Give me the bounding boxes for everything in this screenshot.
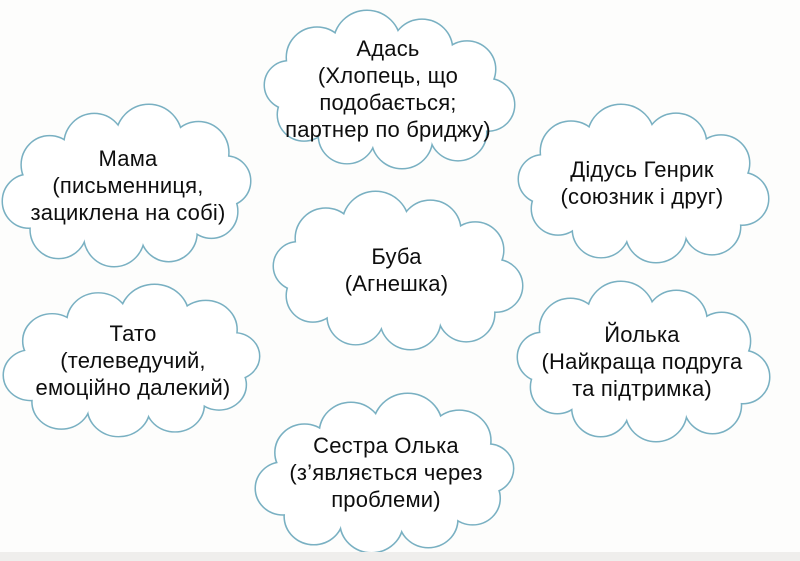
cloud-line: (союзник і друг) [560,184,724,209]
cloud-text-mama: Мама(письменниця,зациклена на собі) [3,104,253,266]
cloud-line: (Найкраща подруга [541,348,743,374]
cloud-line: Йолька [604,321,680,347]
cloud-line: проблеми) [331,487,441,512]
cloud-line: Тато [109,320,157,346]
cloud-mama: Мама(письменниця,зациклена на собі) [1,103,253,268]
cloud-tato: Тато(телеведучий,емоційно далекий) [2,283,262,438]
cloud-line: (Агнешка) [344,271,449,296]
cloud-text-buba: Буба(Агнешка) [271,191,522,349]
cloud-line: (письменниця, [52,172,204,198]
cloud-shape [263,9,516,170]
cloud-didus-henryk: Дідусь Генрик(союзник і друг) [516,103,770,264]
cloud-line: Мама [98,145,158,171]
cloud-line: подобається; [319,90,457,115]
cloud-line: Дідусь Генрик [570,157,714,182]
cloud-shape [272,190,524,351]
cloud-line: Буба [371,244,422,269]
cloud-line: (з’являється через [289,460,483,485]
cloud-text-didus-henryk: Дідусь Генрик(союзник і друг) [516,104,768,262]
photo-edge-strip [0,552,800,561]
cloud-line: емоційно далекий) [35,374,231,400]
cloud-line: партнер по бриджу) [285,117,491,142]
cloud-line: Сестра Олька [313,433,459,458]
cloud-line: (Хлопець, що [317,63,459,88]
cloud-line: Адась [356,36,420,61]
cloud-text-tato: Тато(телеведучий,емоційно далекий) [4,284,262,436]
cloud-shape [1,103,252,268]
cloud-buba: Буба(Агнешка) [271,190,524,351]
cloud-shape [516,280,771,443]
cloud-line: зациклена на собі) [30,199,226,225]
cloud-shape [254,392,515,554]
cloud-shape [517,103,770,264]
cloud-line: (телеведучий, [60,347,206,373]
cloud-line: та підтримка) [572,375,712,401]
cloud-shape [2,283,261,438]
